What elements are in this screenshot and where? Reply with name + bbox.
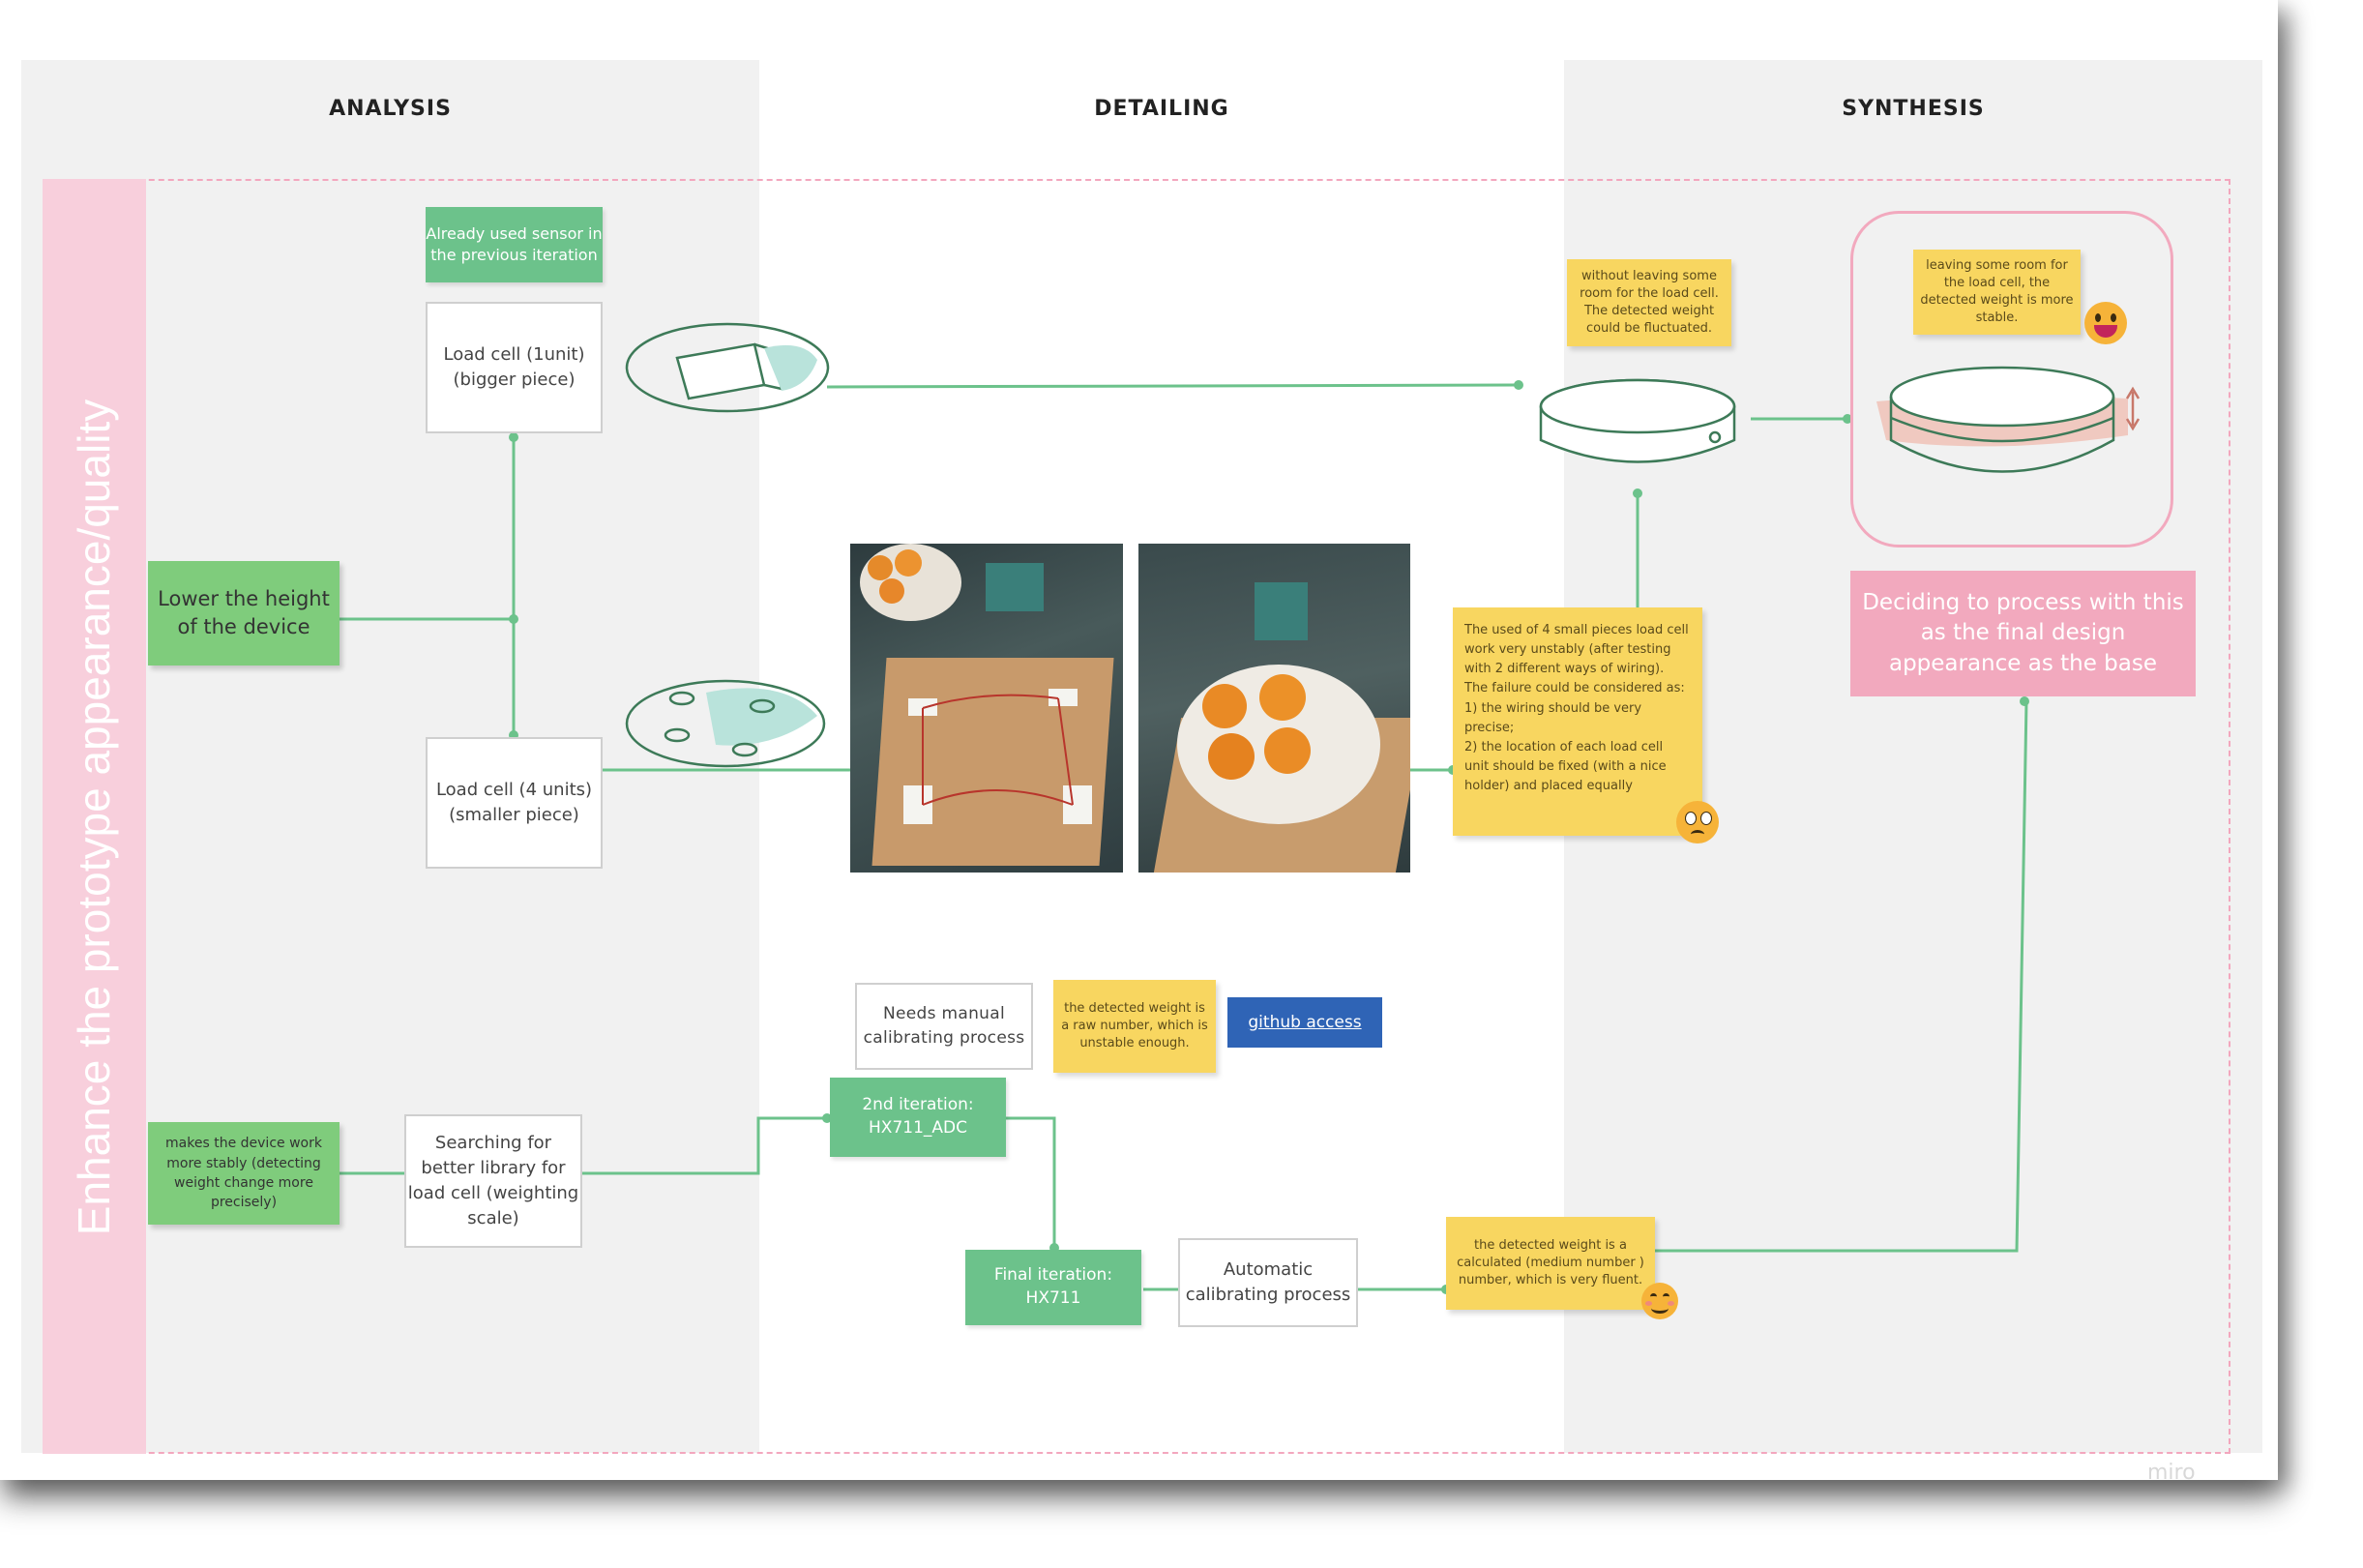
connector-line <box>826 383 1517 389</box>
connector-dot <box>2020 696 2029 706</box>
connector-line <box>1006 1116 1056 1248</box>
connector-dot <box>509 432 518 442</box>
connector-dot <box>1633 488 1642 498</box>
raw-number-sticky[interactable]: the detected weight is a raw number, whi… <box>1053 980 1216 1073</box>
grin-emoji-icon <box>2084 302 2127 344</box>
whiteboard: ANALYSIS DETAILING SYNTHESIS Enhance the… <box>21 60 2262 1485</box>
no-room-sticky[interactable]: without leaving some room for the load c… <box>1567 259 1731 346</box>
previous-sensor-note[interactable]: Already used sensor in the previous iter… <box>426 207 603 282</box>
smile-emoji-icon <box>1641 1283 1678 1319</box>
lower-height-sticky[interactable]: Lower the height of the device <box>148 561 340 666</box>
miro-watermark: miro <box>2147 1461 2196 1485</box>
manual-calibration-card[interactable]: Needs manual calibrating process <box>855 983 1033 1070</box>
calculated-number-sticky[interactable]: the detected weight is a calculated (med… <box>1446 1217 1655 1310</box>
four-load-cells-sketch <box>625 679 826 768</box>
connector-line <box>1655 700 2028 1253</box>
automatic-calibration-card[interactable]: Automatic calibrating process <box>1178 1238 1358 1327</box>
connector-dot <box>1514 380 1523 390</box>
github-access-link[interactable]: github access <box>1227 997 1382 1048</box>
breadboard-photo <box>850 544 1123 873</box>
detailing-heading: DETAILING <box>1094 97 1229 121</box>
connector-line <box>582 1116 830 1175</box>
worried-emoji-icon <box>1676 801 1719 843</box>
connector-dot <box>509 614 518 624</box>
flat-disk-sketch <box>1539 378 1736 463</box>
final-iteration-card[interactable]: Final iteration: HX711 <box>965 1250 1141 1325</box>
second-iteration-card[interactable]: 2nd iteration: HX711_ADC <box>830 1078 1006 1157</box>
load-cell-4-units-card[interactable]: Load cell (4 units) (smaller piece) <box>426 737 603 869</box>
search-library-card[interactable]: Searching for better library for load ce… <box>404 1114 582 1248</box>
preferred-design-frame <box>1850 211 2173 547</box>
row-label-bar <box>43 179 146 1454</box>
connector-layer <box>340 322 2141 1294</box>
load-cell-bar-sketch <box>625 322 830 413</box>
synthesis-heading: SYNTHESIS <box>1842 97 1985 121</box>
connector-dot <box>822 1113 832 1123</box>
load-cell-1-unit-card[interactable]: Load cell (1unit) (bigger piece) <box>426 302 603 433</box>
stable-goal-sticky[interactable]: makes the device work more stably (detec… <box>148 1122 340 1225</box>
analysis-heading: ANALYSIS <box>329 97 452 121</box>
room-sticky[interactable]: leaving some room for the load cell, the… <box>1913 250 2081 335</box>
fruit-bowl-photo <box>1138 544 1410 873</box>
connector-dot <box>1843 414 1852 424</box>
four-pieces-sticky[interactable]: The used of 4 small pieces load cell wor… <box>1453 607 1702 836</box>
raised-disk-sketch <box>1876 366 2141 473</box>
final-decision-card[interactable]: Deciding to process with this as the fin… <box>1850 571 2196 696</box>
